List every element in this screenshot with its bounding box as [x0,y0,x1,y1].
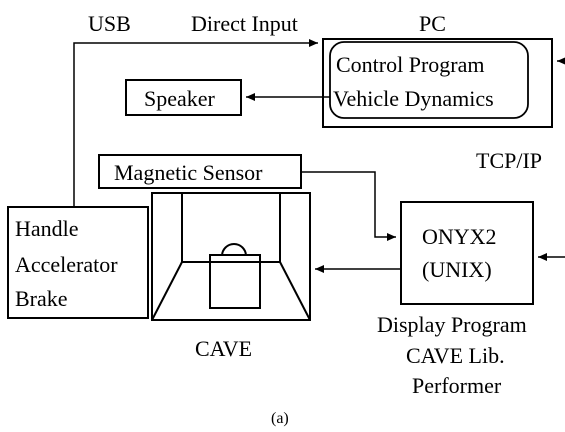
speaker-box [125,79,242,116]
connections [73,39,565,273]
cave-seat-head [221,243,247,257]
brake-label: Brake [15,286,68,311]
control-program-label: Control Program [336,52,485,77]
cave-seat [209,254,261,309]
cave-front-frame [151,192,311,321]
cave-illustration [151,192,311,321]
onyx2-box [400,201,534,305]
usb-label: USB [88,11,131,36]
tcpip-label: TCP/IP [476,148,542,173]
performer-label: Performer [412,373,502,398]
cave-lib-label: CAVE Lib. [406,343,505,368]
unix-label: (UNIX) [422,257,492,282]
onyx2-label: ONYX2 [422,224,497,249]
usb-line [73,39,318,207]
handle-label: Handle [15,216,79,241]
sensor-to-onyx2 [301,171,396,241]
magnetic-sensor-label: Magnetic Sensor [114,160,263,185]
pc-title: PC [419,11,446,36]
accelerator-label: Accelerator [15,252,118,277]
vehicle-dynamics-label: Vehicle Dynamics [333,86,494,111]
cave-label: CAVE [195,336,252,361]
cave-back-frame [181,192,281,263]
pc-box [322,38,553,128]
controls-box [7,206,149,319]
figure-caption: (a) [271,410,289,427]
direct-input-label: Direct Input [191,11,298,36]
display-program-label: Display Program [377,312,527,337]
speaker-label: Speaker [144,86,216,111]
pc-inner-box [329,41,529,119]
